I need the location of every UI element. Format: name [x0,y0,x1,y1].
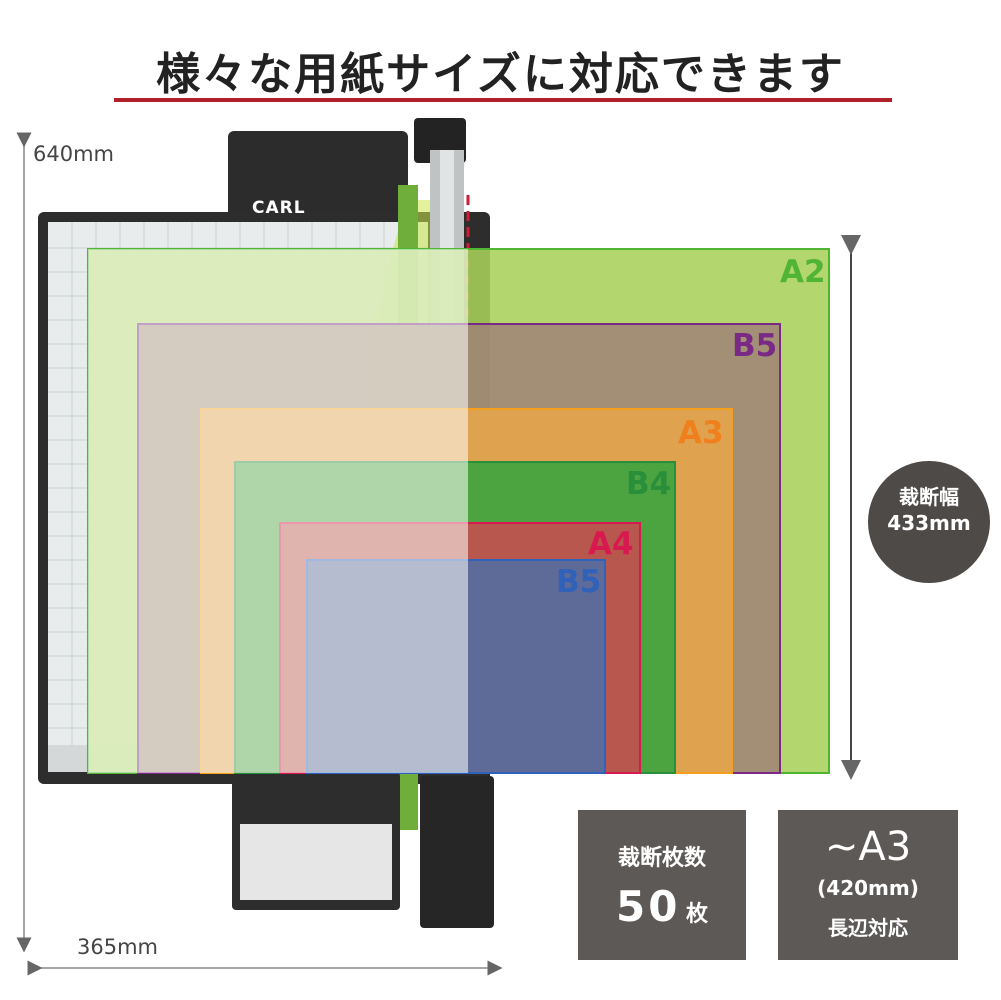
max-paper-length: (420mm) [817,876,919,900]
label-a4: A4 [588,526,634,562]
max-paper-size: ~A3 [824,824,912,870]
label-b5-large: B5 [732,328,778,364]
sheet-capacity-box: 裁断枚数 50 枚 [578,810,746,960]
label-b5-small: B5 [556,564,602,600]
sheet-capacity-unit: 枚 [686,902,709,927]
cutter-slider [420,776,494,928]
label-a3: A3 [678,415,724,451]
cut-width-badge: 裁断幅 433mm [868,461,990,583]
width-label: 365mm [77,935,158,959]
label-b4: B4 [626,466,672,502]
sheet-capacity-label: 裁断枚数 [617,846,706,871]
brand-logo: CARL [252,198,306,218]
title-underline [114,98,892,102]
cut-width-value: 433mm [887,511,971,535]
cutter-head-housing [228,131,408,223]
label-a2: A2 [780,254,826,290]
max-paper-box: ~A3 (420mm) 長辺対応 [778,810,958,960]
cut-width-label: 裁断幅 [899,485,959,509]
height-label: 640mm [33,142,114,166]
page-title: 様々な用紙サイズに対応できます [156,49,845,100]
max-paper-note: 長辺対応 [828,916,908,940]
sheet-capacity-value: 50 [615,882,681,931]
